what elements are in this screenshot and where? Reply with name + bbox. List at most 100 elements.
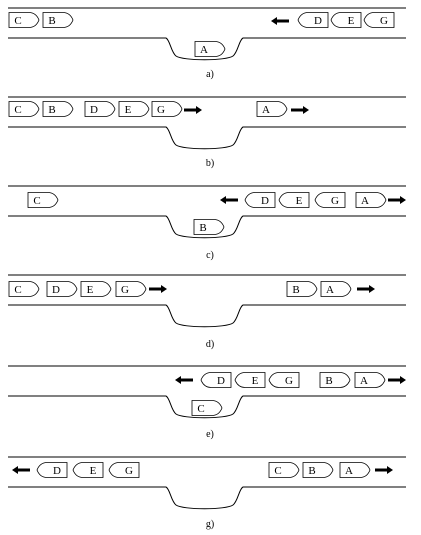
arrow-right	[184, 106, 202, 114]
boat-label: B	[48, 104, 55, 116]
boat-e: E	[278, 192, 310, 208]
arrow-left-icon	[12, 466, 30, 474]
boat-hull-icon	[80, 281, 112, 297]
boat-b: B	[193, 219, 225, 235]
boat-label: A	[200, 44, 208, 56]
arrow-right	[375, 466, 393, 474]
boat-hull-icon	[108, 462, 140, 478]
arrow-left-icon	[175, 376, 193, 384]
boat-label: A	[361, 195, 369, 207]
channel-bottom-bank-with-bay	[8, 486, 406, 510]
boat-label: C	[14, 104, 21, 116]
panel-caption: c)	[206, 250, 214, 261]
boat-d: D	[46, 281, 78, 297]
channel-bottom-bank-with-bay	[8, 215, 406, 239]
boat-a: A	[355, 192, 387, 208]
boat-b: B	[286, 281, 318, 297]
boat-hull-icon	[46, 281, 78, 297]
boat-hull-icon	[8, 12, 40, 28]
boat-label: B	[48, 15, 55, 27]
boat-label: G	[380, 15, 388, 27]
boat-b: B	[42, 101, 74, 117]
boat-hull-icon	[42, 12, 74, 28]
boat-label: G	[157, 104, 165, 116]
boat-hull-icon	[200, 372, 232, 388]
boat-label: C	[33, 195, 40, 207]
panel-caption: b)	[206, 158, 214, 169]
arrow-right	[357, 285, 375, 293]
boat-hull-icon	[115, 281, 147, 297]
panel-g: D E G C B A g)	[8, 456, 406, 530]
boat-hull-icon	[8, 281, 40, 297]
boat-label: G	[125, 465, 133, 477]
boat-hull-icon	[234, 372, 266, 388]
boat-label: E	[252, 375, 259, 387]
boat-label: G	[331, 195, 339, 207]
boat-label: A	[345, 465, 353, 477]
panel-c: C D E G A B c)	[8, 185, 406, 261]
boat-label: C	[14, 15, 21, 27]
panel-caption: d)	[206, 339, 214, 350]
panel-a: C B D E G A a)	[8, 7, 406, 80]
arrow-left	[220, 196, 238, 204]
boat-hull-icon	[297, 12, 329, 28]
arrow-left-icon	[271, 17, 289, 25]
boat-hull-icon	[72, 462, 104, 478]
boat-hull-icon	[314, 192, 346, 208]
boat-hull-icon	[319, 372, 351, 388]
boat-a: A	[194, 41, 226, 57]
boat-hull-icon	[268, 372, 300, 388]
boat-label: G	[285, 375, 293, 387]
boat-hull-icon	[278, 192, 310, 208]
boat-hull-icon	[194, 41, 226, 57]
boat-c: C	[8, 101, 40, 117]
boat-label: E	[296, 195, 303, 207]
boat-label: B	[292, 284, 299, 296]
arrow-right-icon	[291, 106, 309, 114]
boat-hull-icon	[36, 462, 68, 478]
arrow-right	[291, 106, 309, 114]
boat-d: D	[297, 12, 329, 28]
boat-b: B	[42, 12, 74, 28]
boat-label: D	[53, 465, 61, 477]
boat-g: G	[314, 192, 346, 208]
arrow-right	[388, 196, 406, 204]
boat-hull-icon	[8, 101, 40, 117]
arrow-left-icon	[220, 196, 238, 204]
boat-a: A	[320, 281, 352, 297]
boat-hull-icon	[320, 281, 352, 297]
boat-hull-icon	[42, 101, 74, 117]
arrow-right-icon	[184, 106, 202, 114]
arrow-right-icon	[149, 285, 167, 293]
boat-hull-icon	[355, 192, 387, 208]
boat-c: C	[27, 192, 59, 208]
boat-hull-icon	[118, 101, 150, 117]
boat-label: D	[90, 104, 98, 116]
boat-g: G	[363, 12, 395, 28]
boat-label: E	[90, 465, 97, 477]
boat-label: G	[121, 284, 129, 296]
boat-a: A	[339, 462, 371, 478]
boat-hull-icon	[27, 192, 59, 208]
boat-hull-icon	[256, 101, 288, 117]
boat-label: C	[274, 465, 281, 477]
boat-label: E	[87, 284, 94, 296]
boat-label: D	[314, 15, 322, 27]
boat-g: G	[151, 101, 183, 117]
boat-d: D	[36, 462, 68, 478]
boat-e: E	[330, 12, 362, 28]
boat-hull-icon	[339, 462, 371, 478]
channel-bottom-bank-with-bay	[8, 304, 406, 328]
boat-c: C	[8, 12, 40, 28]
boat-label: C	[197, 403, 204, 415]
channel-bottom-bank-with-bay	[8, 37, 406, 61]
boat-hull-icon	[363, 12, 395, 28]
arrow-right	[388, 376, 406, 384]
boat-hull-icon	[151, 101, 183, 117]
arrow-left	[271, 17, 289, 25]
boat-b: B	[319, 372, 351, 388]
arrow-right-icon	[375, 466, 393, 474]
arrow-right-icon	[388, 196, 406, 204]
boat-label: D	[217, 375, 225, 387]
